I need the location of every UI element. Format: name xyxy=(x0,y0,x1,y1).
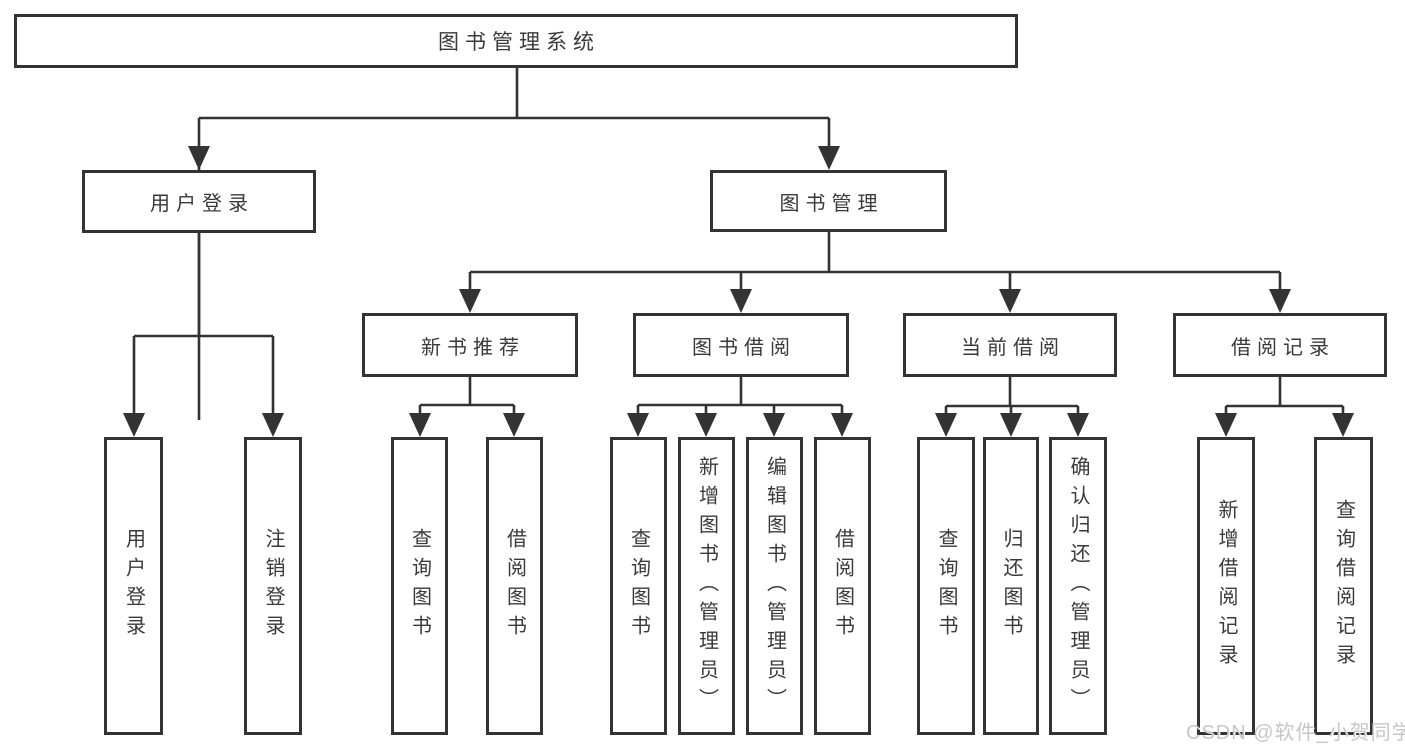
node-label: 借阅图书 xyxy=(831,528,854,644)
node-leaf-query-borrow-record: 查询借阅记录 xyxy=(1314,437,1373,735)
arrow-down-icon xyxy=(627,413,649,437)
csdn-watermark: CSDN @软件_小贺同学 xyxy=(1186,722,1405,744)
node-label: 借阅记录 xyxy=(1231,336,1335,359)
arrow-down-icon xyxy=(831,413,853,437)
node-label: 图书管理系统 xyxy=(438,31,600,54)
node-label: 借阅图书 xyxy=(503,528,526,644)
node-leaf-edit-book-admin: 编辑图书（管理员） xyxy=(746,437,803,735)
arrow-down-icon xyxy=(123,413,145,437)
node-label: 新增借阅记录 xyxy=(1215,499,1237,673)
node-leaf-query-books-2: 查询图书 xyxy=(610,437,667,735)
node-label: 查询图书 xyxy=(408,528,431,644)
node-leaf-logout: 注销登录 xyxy=(244,437,302,735)
arrow-down-icon xyxy=(1215,413,1237,437)
connector-current-to-leaves xyxy=(944,377,1080,418)
connector-bookmgmt-to-level3 xyxy=(468,232,1282,296)
node-label: 用户登录 xyxy=(150,193,254,215)
node-label: 图书管理 xyxy=(779,192,884,215)
arrow-down-icon xyxy=(262,413,284,437)
node-new-book-recommendation: 新书推荐 xyxy=(362,313,578,377)
node-label: 确认归还（管理员） xyxy=(1067,455,1089,717)
node-leaf-query-books-1: 查询图书 xyxy=(391,437,448,735)
arrow-down-icon xyxy=(1332,413,1354,437)
arrow-down-icon xyxy=(730,289,752,313)
arrow-down-icon xyxy=(695,413,717,437)
node-leaf-user-login: 用户登录 xyxy=(104,437,163,735)
arrow-down-icon xyxy=(409,413,431,437)
arrow-down-icon xyxy=(459,289,481,313)
node-leaf-query-books-3: 查询图书 xyxy=(917,437,975,735)
node-root-system: 图书管理系统 xyxy=(14,14,1018,68)
node-borrowing-records: 借阅记录 xyxy=(1173,313,1387,377)
node-leaf-return-book: 归还图书 xyxy=(983,437,1039,735)
node-label: 查询图书 xyxy=(627,528,650,644)
node-leaf-add-borrow-record: 新增借阅记录 xyxy=(1197,437,1255,735)
arrow-down-icon xyxy=(1269,289,1291,313)
node-label: 归还图书 xyxy=(1000,528,1022,644)
node-user-login-branch: 用户登录 xyxy=(82,170,316,233)
arrow-down-icon xyxy=(763,413,785,437)
node-leaf-add-book-admin: 新增图书（管理员） xyxy=(678,437,735,735)
node-leaf-borrow-books-1: 借阅图书 xyxy=(486,437,543,735)
node-leaf-borrow-books-2: 借阅图书 xyxy=(814,437,871,735)
node-current-borrowing: 当前借阅 xyxy=(903,313,1117,377)
node-label: 新书推荐 xyxy=(421,336,525,359)
arrow-down-icon xyxy=(818,146,840,170)
arrow-down-icon xyxy=(503,413,525,437)
connector-userlogin-to-leaves xyxy=(132,233,275,418)
arrow-down-icon xyxy=(1000,413,1022,437)
node-label: 图书借阅 xyxy=(692,336,796,359)
node-book-management: 图书管理 xyxy=(710,170,947,232)
arrow-down-icon xyxy=(188,146,210,170)
node-label: 编辑图书（管理员） xyxy=(763,455,786,717)
arrow-down-icon xyxy=(935,413,957,437)
node-label: 新增图书（管理员） xyxy=(695,455,718,717)
connector-borrowing-to-leaves xyxy=(636,377,844,418)
node-label: 当前借阅 xyxy=(961,336,1065,359)
node-book-borrowing: 图书借阅 xyxy=(633,313,849,377)
node-leaf-confirm-return-admin: 确认归还（管理员） xyxy=(1049,437,1107,735)
node-label: 查询图书 xyxy=(935,528,957,644)
arrow-down-icon xyxy=(999,289,1021,313)
arrow-down-icon xyxy=(1067,413,1089,437)
node-label: 注销登录 xyxy=(262,528,284,644)
node-label: 查询借阅记录 xyxy=(1332,499,1355,673)
connector-newbook-to-leaves xyxy=(418,377,516,418)
connector-records-to-leaves xyxy=(1224,377,1345,418)
node-label: 用户登录 xyxy=(122,528,145,644)
